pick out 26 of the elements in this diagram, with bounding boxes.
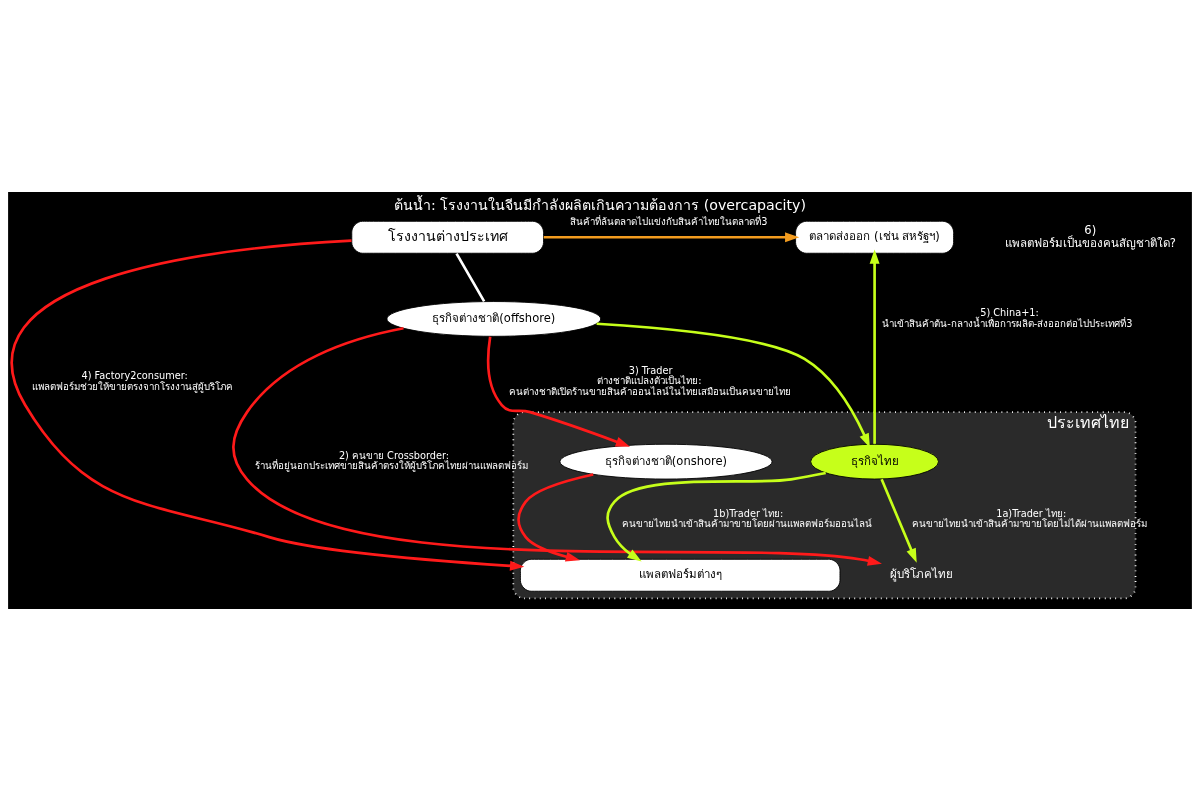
edge-label: 1a)Trader ไทย: คนขายไทยนำเข้าสินค้ามาขายโดยไม่ได้ผ่านแพลตฟอร์ม	[911, 507, 1147, 529]
arrow	[606, 471, 826, 561]
edge-label: สินค้าที่ล้นตลาดไปแข่งกับสินค้าไทยในตลาดที่3	[570, 215, 768, 227]
arrow	[11, 238, 525, 571]
arrow	[486, 336, 630, 447]
node-box: โรงงานต่างประเทศ	[351, 220, 544, 254]
node-ellipse: ธุรกิจต่างชาติ(offshore)	[386, 300, 602, 337]
arrow	[232, 326, 882, 566]
node-box: แพลตฟอร์มต่างๆ	[520, 558, 841, 592]
node-box: ตลาดส่งออก (เช่น สหรัฐฯ)	[795, 220, 955, 254]
edge-label: 2) คนขาย Crossborder: ร้านที่อยู่นอกประเทศขายสินค้าตรงให้ผู้บริโภคไทยผ่านแพลตฟอร์ม	[254, 449, 528, 471]
node-ellipse: ธุรกิจไทย	[810, 443, 939, 479]
arrow	[869, 248, 880, 444]
arrow	[880, 478, 917, 563]
edge-label: 1b)Trader ไทย: คนขายไทยนำเข้าสินค้ามาขายโดยผ่านแพลตฟอร์มออนไลน์	[622, 507, 873, 529]
node-text: ผู้บริโภคไทย	[890, 566, 954, 581]
edge-label: 4) Factory2consumer: แพลตฟอร์มช่วยให้ขายตรงจากโรงงานสู่ผู้บริโภค	[32, 369, 234, 392]
arrow	[596, 321, 870, 448]
arrow	[517, 472, 594, 562]
diagram-title: ต้นน้ำ: โรงงานในจีนมีกำลังผลิตเกินความต้องการ (overcapacity)	[393, 196, 807, 213]
connector	[455, 252, 486, 302]
label: 6) แพลตฟอร์มเป็นของคนสัญชาติใด?	[1004, 222, 1176, 249]
arrow	[543, 231, 800, 242]
edge-label: 3) Trader ต่างชาติแปลงตัวเป็นไทย: คนต่างชาติเปิดร้านขายสินค้าออนไลน์ในไทยเสมือนเป็นคนขายไทย	[509, 364, 792, 397]
edge-label: 5) China+1: นำเข้าสินค้าต้น-กลางน้ำเพื่อการผลิต-ส่งออกต่อไปประเทศที่3	[882, 306, 1133, 329]
node-ellipse: ธุรกิจต่างชาติ(onshore)	[559, 443, 773, 479]
